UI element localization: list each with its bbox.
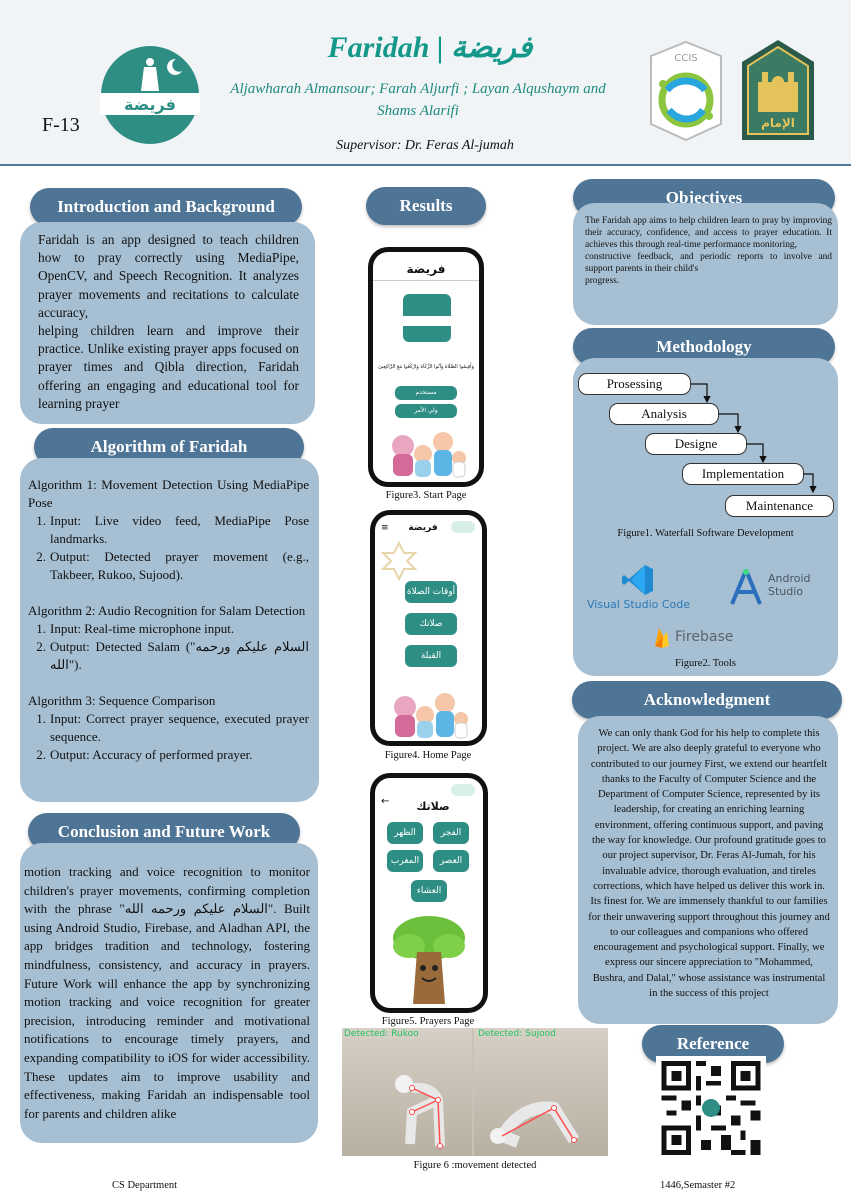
pose-skeleton-overlay <box>395 1075 580 1149</box>
waterfall-step: Prosessing <box>578 373 691 395</box>
imam-label: الإمام <box>761 116 795 130</box>
my-prayer-button[interactable]: صلاتك <box>405 613 457 635</box>
list-item: 1.Input: Real-time microphone input. <box>36 621 235 636</box>
firebase-label: Firebase <box>675 629 734 645</box>
dhuhr-button[interactable]: الظهر <box>387 822 423 844</box>
intro-paragraph-1: Faridah is an app designed to teach chil… <box>38 232 299 320</box>
home-title: فريضة <box>408 523 438 533</box>
acknowledgment-text: We can only thank God for his help to co… <box>588 728 830 1000</box>
star-ornament-icon <box>380 541 418 581</box>
back-arrow-icon[interactable]: ← <box>381 796 390 807</box>
figure-6-caption: Figure 6 :movement detected <box>413 1160 537 1171</box>
divider <box>373 280 479 281</box>
app-logo-text: فريضة <box>124 95 176 114</box>
parent-button[interactable]: ولي الأمر <box>395 404 457 418</box>
list-item: 2.Output: Detected Salam ("السلام عليكم … <box>36 639 309 672</box>
user-button[interactable]: مستخدم <box>395 386 457 400</box>
detected-rukoo-label: Detected: Rukoo <box>344 1029 419 1039</box>
list-item: 1.Input: Live video feed, MediaPipe Pose… <box>36 513 309 546</box>
objectives-line-3: progress. <box>585 276 620 286</box>
qibla-button[interactable]: القبلة <box>405 645 457 667</box>
menu-icon[interactable]: ≡ <box>381 523 389 533</box>
poster-title: Faridah | فريضة <box>327 31 533 64</box>
maghrib-button[interactable]: المغرب <box>387 850 423 872</box>
list-item: 1.Input: Correct prayer sequence, execut… <box>36 711 309 744</box>
conclusion-text: motion tracking and voice recognition to… <box>24 864 310 1121</box>
home-page-phone: ≡ فريضة أوقات الصلاة صلاتك القبلة <box>370 510 487 746</box>
waterfall-step: Designe <box>645 433 747 455</box>
reference-qr-code[interactable] <box>656 1056 766 1160</box>
isha-button[interactable]: العشاء <box>411 880 447 902</box>
algorithm-3-title: Algorithm 3: Sequence Comparison <box>28 693 216 708</box>
objectives-line-2: constructive feedback, and periodic repo… <box>585 252 832 274</box>
asr-button[interactable]: العصر <box>433 850 469 872</box>
firebase-icon <box>655 628 669 648</box>
acknowledgment-heading: Acknowledgment <box>572 681 842 719</box>
results-heading: Results <box>366 187 486 225</box>
waterfall-step: Analysis <box>609 403 719 425</box>
algorithm-panel: Algorithm 1: Movement Detection Using Me… <box>20 458 319 802</box>
fajr-button[interactable]: الفجر <box>433 822 469 844</box>
start-page-phone: فريضة وَأَقِيمُوا الصَّلَاةَ وَآتُوا الز… <box>368 247 484 487</box>
tree-character-illustration <box>393 916 465 1004</box>
authors-line-2: Shams Alarifi <box>377 103 459 119</box>
algorithm-2-title: Algorithm 2: Audio Recognition for Salam… <box>28 603 306 618</box>
imam-university-logo: الإمام <box>738 38 818 142</box>
home-page-screen: ≡ فريضة أوقات الصلاة صلاتك القبلة <box>375 515 482 741</box>
prayers-page-phone: ← صلاتك الفجر الظهر العصر المغرب العشاء <box>370 773 488 1013</box>
ccis-label: CCIS <box>674 53 698 64</box>
figure-2-caption: Figure2. Tools <box>675 658 736 669</box>
start-verse: وَأَقِيمُوا الصَّلَاةَ وَآتُوا الزَّكَاة… <box>378 364 474 370</box>
intro-paragraph-2: helping children learn and improve their… <box>38 323 299 411</box>
faridah-app-logo: فريضة <box>100 45 200 145</box>
figure-4-caption: Figure4. Home Page <box>384 750 472 761</box>
intro-heading: Introduction and Background <box>30 188 302 226</box>
detected-sujood-label: Detected: Sujood <box>478 1029 556 1039</box>
waterfall-step: Maintenance <box>725 495 834 517</box>
android-studio-label: Android Studio <box>768 572 811 598</box>
conclusion-panel: motion tracking and voice recognition to… <box>20 843 318 1143</box>
figure-3-caption: Figure3. Start Page <box>385 490 467 501</box>
intro-panel: Faridah is an app designed to teach chil… <box>20 222 315 424</box>
android-studio-icon <box>730 569 762 605</box>
list-item: 2.Output: Detected prayer movement (e.g.… <box>36 549 309 582</box>
authors: Aljawharah Almansour; Farah Aljurfi ; La… <box>228 78 608 122</box>
profile-badge <box>451 784 475 796</box>
profile-badge <box>451 521 475 533</box>
figure-1-caption: Figure1. Waterfall Software Development <box>617 528 794 539</box>
vscode-label: Visual Studio Code <box>587 598 691 611</box>
prayers-page-screen: ← صلاتك الفجر الظهر العصر المغرب العشاء <box>375 778 483 1008</box>
children-illustration <box>394 693 468 739</box>
start-app-icon <box>403 294 451 342</box>
vscode-icon <box>622 565 653 595</box>
algorithm-1-title: Algorithm 1: Movement Detection Using Me… <box>28 477 309 510</box>
objectives-panel: The Faridah app aims to help children le… <box>573 203 838 325</box>
supervisor: Supervisor: Dr. Feras Al-jumah <box>336 138 514 153</box>
prayers-title: صلاتك <box>416 800 450 813</box>
start-title: فريضة <box>406 262 446 276</box>
methodology-panel: Prosessing Analysis Designe Implementati… <box>573 358 838 676</box>
prayer-times-button[interactable]: أوقات الصلاة <box>405 581 457 603</box>
poster-code: F-13 <box>42 114 80 136</box>
waterfall-step: Implementation <box>682 463 804 485</box>
start-page-screen: فريضة وَأَقِيمُوا الصَّلَاةَ وَآتُوا الز… <box>373 252 479 482</box>
footer-department: CS Department <box>112 1180 178 1191</box>
movement-detection-photo: Detected: Rukoo Detected: Sujood <box>342 1028 608 1156</box>
ccis-logo: CCIS <box>645 38 727 142</box>
objectives-line-1: The Faridah app aims to help children le… <box>585 216 832 250</box>
footer-semester: 1446,Semaster #2 <box>660 1180 736 1191</box>
authors-line-1: Aljawharah Almansour; Farah Aljurfi ; La… <box>230 81 606 97</box>
acknowledgment-panel: We can only thank God for his help to co… <box>578 716 838 1024</box>
children-illustration <box>392 432 466 478</box>
list-item: 2.Output: Accuracy of performed prayer. <box>36 747 253 762</box>
figure-5-caption: Figure5. Prayers Page <box>381 1016 475 1027</box>
